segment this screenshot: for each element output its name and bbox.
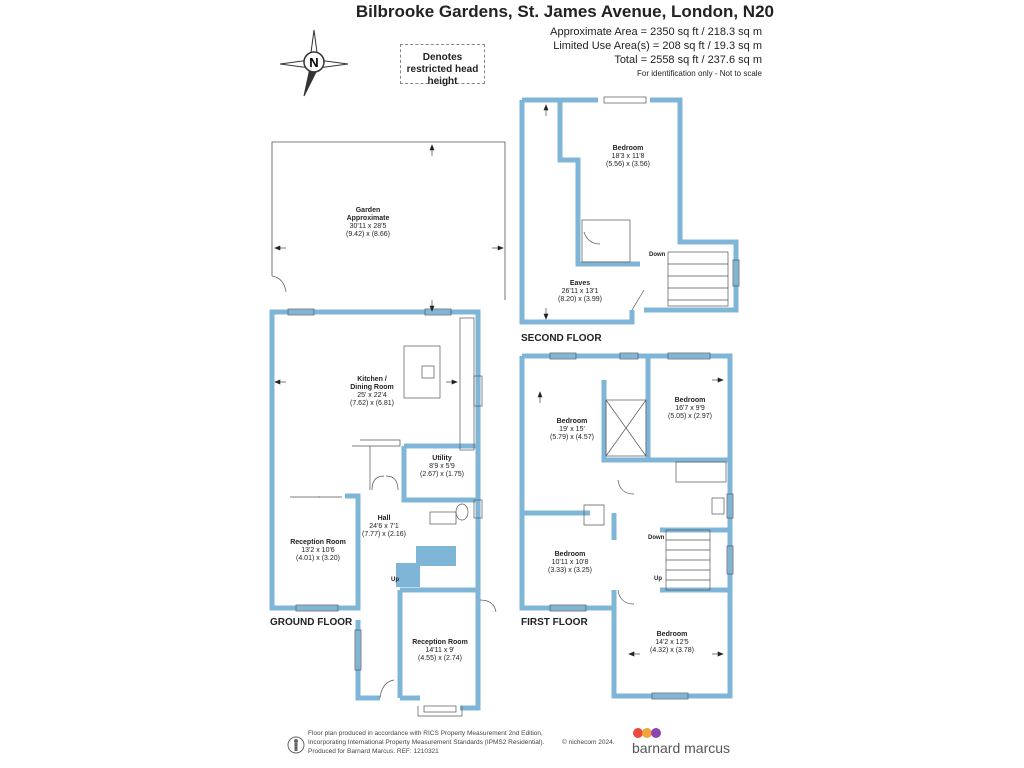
bed-sf-name: Bedroom — [612, 145, 644, 152]
compass-icon: N — [280, 30, 348, 97]
bed-ff-2-dims: 16'7 x 9'9 — [675, 405, 705, 412]
bed-ff-3-dims: 10'11 x 10'8 — [551, 559, 589, 566]
plan-title: Bilbrooke Gardens, St. James Avenue, Lon… — [355, 2, 774, 21]
second-floor-details — [581, 96, 740, 311]
room-label-bedroom-ff-3: Bedroom 10'11 x 10'8 (3.33) x (3.25) — [548, 551, 592, 575]
reception2-dims: 14'11 x 9' — [425, 647, 455, 654]
room-label-bedroom-ff-4: Bedroom 14'2 x 12'5 (4.32) x (3.78) — [650, 631, 694, 655]
garden-outline — [271, 141, 506, 300]
ground-floor-label: GROUND FLOOR — [270, 617, 353, 628]
room-label-kitchen: Kitchen / Dining Room 25' x 22'4 (7.62) … — [350, 376, 394, 408]
bed-ff-2-metric: (5.05) x (2.97) — [668, 413, 712, 420]
first-floor-label: FIRST FLOOR — [521, 617, 588, 628]
kitchen-metric: (7.62) x (6.81) — [350, 400, 394, 407]
reception2-metric: (4.55) x (2.74) — [418, 655, 462, 662]
eaves-dims: 26'11 x 13'1 — [561, 288, 599, 295]
bed-ff-2-name: Bedroom — [674, 397, 706, 404]
footer-text: Floor plan produced in accordance with R… — [308, 729, 544, 756]
bed-sf-dims: 18'3 x 11'8 — [611, 153, 645, 160]
compass-letter: N — [309, 55, 318, 70]
utility-dims: 8'9 x 5'9 — [429, 463, 455, 470]
limited-use-area: Limited Use Area(s) = 208 sq ft / 19.3 s… — [553, 40, 762, 52]
room-label-bedroom-ff-2: Bedroom 16'7 x 9'9 (5.05) x (2.97) — [668, 397, 712, 421]
reception1-metric: (4.01) x (3.20) — [296, 555, 340, 562]
garden-metric: (9.42) x (8.66) — [346, 231, 390, 238]
footer-line-2: Incorporating International Property Mea… — [308, 739, 545, 746]
garden-name: Garden — [355, 207, 381, 214]
garden-dims: 30'11 x 28'5 — [349, 223, 387, 230]
brand-dots-icon — [633, 728, 661, 738]
footer-line-1: Floor plan produced in accordance with R… — [308, 730, 543, 737]
ground-floor-details — [271, 275, 497, 717]
bed-ff-3-name: Bedroom — [554, 551, 586, 558]
stair-up-ground: Up — [391, 577, 399, 583]
bed-ff-4-dims: 14'2 x 12'5 — [655, 639, 689, 646]
approx-area: Approximate Area = 2350 sq ft / 218.3 sq… — [550, 26, 762, 38]
bed-ff-4-metric: (4.32) x (3.78) — [650, 647, 694, 654]
bed-ff-4-name: Bedroom — [656, 631, 688, 638]
utility-metric: (2.67) x (1.75) — [420, 471, 464, 478]
bed-ff-1-dims: 19' x 15' — [559, 426, 585, 433]
reception2-name: Reception Room — [412, 639, 468, 646]
first-floor-details — [549, 352, 734, 700]
ground-floor-walls — [269, 309, 481, 711]
room-label-reception-2: Reception Room 14'11 x 9' (4.55) x (2.74… — [412, 639, 468, 663]
room-label-garden: Garden Approximate 30'11 x 28'5 (9.42) x… — [346, 207, 390, 239]
eaves-name: Eaves — [569, 280, 591, 287]
bed-ff-1-metric: (5.79) x (4.57) — [550, 434, 594, 441]
room-label-reception-1: Reception Room 13'2 x 10'6 (4.01) x (3.2… — [290, 539, 346, 563]
stair-down-second: Down — [649, 252, 666, 258]
room-label-bedroom-sf: Bedroom 18'3 x 11'8 (5.56) x (3.56) — [606, 145, 650, 169]
reception1-dims: 13'2 x 10'6 — [301, 547, 335, 554]
kitchen-dims: 25' x 22'4 — [357, 392, 387, 399]
stair-up-first: Up — [654, 576, 662, 582]
bed-sf-metric: (5.56) x (3.56) — [606, 161, 650, 168]
garden-line2: Approximate — [346, 215, 390, 222]
measurement-logo-icon — [287, 736, 305, 754]
hall-dims: 24'6 x 7'1 — [369, 523, 399, 530]
footer-line-3: Produced for Barnard Marcus. REF: 121032… — [308, 748, 439, 755]
brand-logo: barnard marcus — [632, 740, 731, 756]
kitchen-line2: Dining Room — [350, 384, 394, 391]
hall-name: Hall — [377, 515, 391, 522]
copyright: © nichecom 2024. — [562, 739, 615, 746]
hall-metric: (7.77) x (2.16) — [362, 531, 406, 538]
restricted-height-legend: Denotes restricted head height — [400, 44, 485, 87]
ground-floor-stairs — [396, 546, 456, 587]
bed-ff-1-name: Bedroom — [556, 418, 588, 425]
bed-ff-3-metric: (3.33) x (3.25) — [548, 567, 592, 574]
room-label-hall: Hall 24'6 x 7'1 (7.77) x (2.16) — [362, 515, 406, 539]
stair-down-first: Down — [648, 535, 665, 541]
eaves-metric: (8.20) x (3.99) — [558, 296, 602, 303]
measurement-arrows — [274, 104, 724, 657]
reception1-name: Reception Room — [290, 539, 346, 546]
room-label-bedroom-ff-1: Bedroom 19' x 15' (5.79) x (4.57) — [550, 418, 594, 442]
kitchen-name: Kitchen / — [357, 376, 387, 383]
scale-note: For identification only - Not to scale — [637, 69, 762, 78]
second-floor-walls — [519, 97, 739, 325]
room-label-eaves: Eaves 26'11 x 13'1 (8.20) x (3.99) — [558, 280, 602, 304]
total-area: Total = 2558 sq ft / 237.6 sq m — [614, 54, 762, 66]
room-label-utility: Utility 8'9 x 5'9 (2.67) x (1.75) — [420, 455, 464, 479]
second-floor-label: SECOND FLOOR — [521, 333, 602, 344]
utility-name: Utility — [432, 455, 452, 462]
